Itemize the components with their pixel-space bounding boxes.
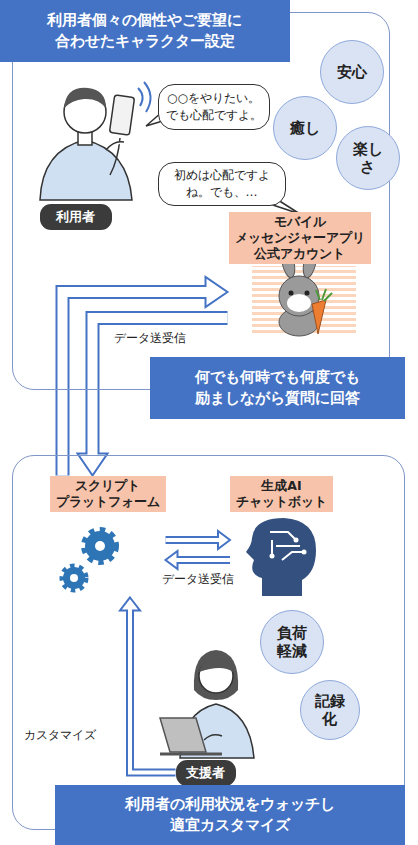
user-figure (40, 82, 151, 200)
supporter-figure (194, 650, 238, 700)
ai-head-icon (246, 518, 316, 596)
supporter-figure (160, 718, 206, 752)
system-box: 生成AI チャットボット (230, 476, 333, 598)
arrow-outline (130, 611, 176, 773)
value-circle: 癒し (273, 96, 337, 160)
heading-band: 利用者の利用状況をウォッチし 適宜カスタマイズ (55, 785, 405, 845)
supporter-figure (160, 753, 222, 756)
heading-band: 利用者個々の個性やご要望に 合わせたキャラクター設定 (0, 0, 290, 62)
node-text: 何でも何時でも何度でも 励ましながら質問に回答 (195, 367, 360, 409)
user-figure (109, 95, 134, 135)
node-text: 負荷 軽減 (277, 624, 307, 660)
system-box: モバイル メッセンジャーアプリ 公式アカウント (228, 212, 372, 340)
node-text: 初めは心配ですよ ね。でも、… (174, 167, 270, 199)
user-figure (64, 88, 106, 108)
node-text: 楽し さ (353, 140, 383, 176)
group-panel: 利用者の利用状況をウォッチし 適宜カスタマイズスクリプト プラットフォーム生成A… (12, 455, 405, 830)
message-band: 何でも何時でも何度でも 励ましながら質問に回答 (150, 357, 405, 419)
ai-head-icon (270, 532, 304, 560)
value-circle: 負荷 軽減 (260, 610, 324, 674)
arrow-head (206, 277, 228, 307)
rabbit-character (316, 289, 332, 301)
data-flow-arrow (120, 598, 176, 773)
node-text: 生成AI チャットボット (230, 476, 333, 513)
node-text: 利用者 (56, 208, 95, 226)
rabbit-character (305, 291, 310, 296)
group-panel: 利用者個々の個性やご要望に 合わせたキャラクター設定○○をやりたい。 でも心配で… (12, 12, 390, 390)
rabbit-character (312, 300, 326, 334)
node-text: 安心 (337, 63, 367, 81)
rabbit-character (287, 294, 311, 312)
supporter-figure (160, 650, 254, 758)
user-figure (106, 142, 124, 150)
supporter-figure (204, 735, 222, 740)
edge-label: データ送受信 (112, 331, 188, 346)
ai-head-icon (302, 550, 307, 555)
system-box: スクリプト プラットフォーム (50, 476, 166, 598)
arrow-inner (130, 609, 176, 773)
gear-icon (63, 531, 115, 589)
ai-head-icon (294, 538, 299, 543)
rabbit-character (252, 266, 356, 336)
node-text: モバイル メッセンジャーアプリ 公式アカウント (229, 212, 371, 265)
gear-icon (85, 531, 115, 561)
edge-label: カスタマイズ (22, 728, 98, 743)
role-tag: 利用者 (40, 204, 112, 230)
node-text: 癒し (290, 119, 320, 137)
arrow-inner (166, 538, 221, 542)
user-figure (78, 132, 92, 145)
role-tag: 支援者 (176, 760, 236, 786)
gear-icon (63, 567, 85, 589)
gear-icon (70, 574, 78, 582)
rabbit-character (289, 291, 294, 296)
supporter-figure (199, 658, 233, 672)
node-text: 記録 化 (315, 692, 345, 728)
data-flow-arrow (166, 551, 231, 569)
value-circle: 楽し さ (336, 126, 400, 190)
node-text: スクリプト プラットフォーム (50, 476, 166, 513)
edge-label: データ送受信 (160, 572, 236, 587)
arrow-head (78, 454, 108, 476)
value-circle: 安心 (320, 40, 384, 104)
arrow-inner (176, 558, 231, 562)
speech-bubble: 初めは心配ですよ ね。でも、… (158, 162, 286, 206)
node-text: 支援者 (186, 764, 225, 782)
ai-head-icon (270, 554, 275, 559)
speech-bubble: ○○をやりたい。 でも心配ですよ。 (158, 84, 270, 130)
ai-head-icon (246, 518, 316, 596)
node-text: ○○をやりたい。 でも心配ですよ。 (166, 90, 262, 122)
gear-icon (95, 541, 105, 551)
user-figure (138, 82, 151, 112)
value-circle: 記録 化 (300, 680, 360, 740)
data-flow-arrow (166, 531, 231, 549)
